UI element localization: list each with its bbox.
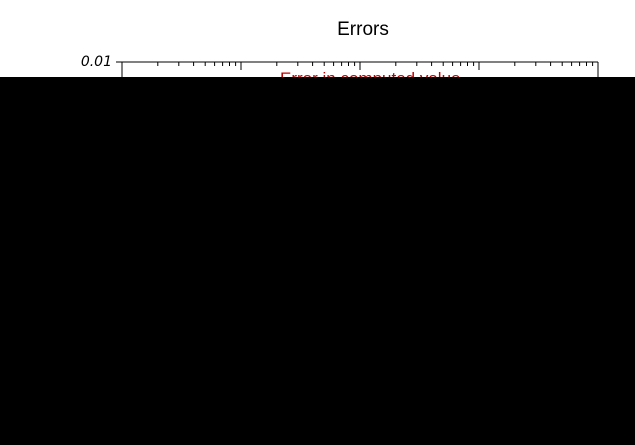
x-axis-top-ticks [121,62,599,70]
black-occlusion-region [0,77,635,445]
plot-axes [116,61,599,78]
y-tick-label: 0.01 [81,54,112,70]
chart-title: Errors [337,19,389,40]
